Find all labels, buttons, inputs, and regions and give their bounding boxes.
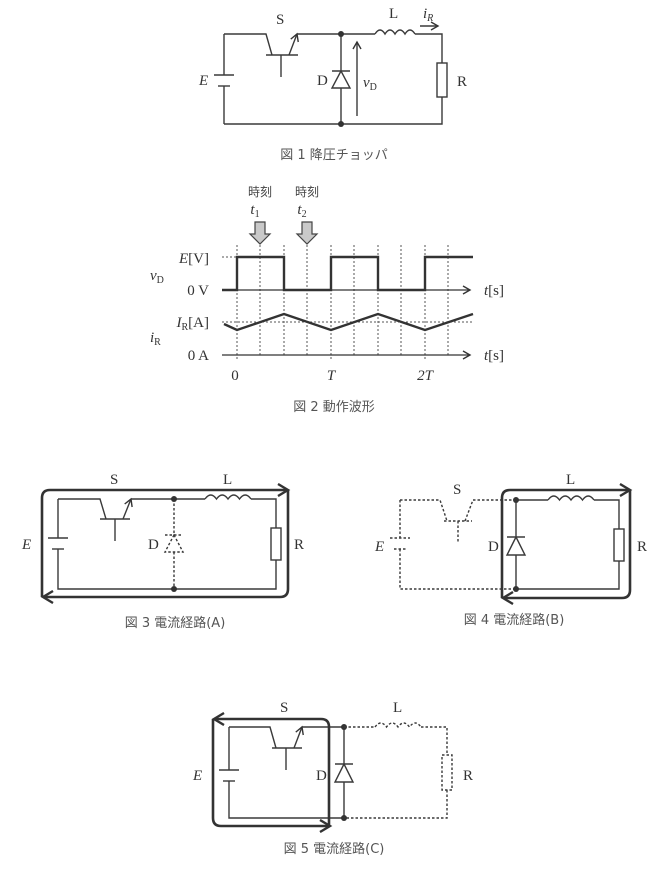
- label-inductor: L: [393, 700, 402, 716]
- label-source: E: [21, 537, 31, 553]
- vd-axis-unit: t[s]: [484, 283, 504, 299]
- transistor-icon-inactive: [444, 499, 474, 543]
- label-resistor: R: [294, 537, 304, 553]
- transistor-icon: [100, 497, 133, 541]
- battery-icon-inactive: [390, 537, 410, 550]
- resistor-icon: [270, 527, 282, 561]
- diode-icon-inactive: [163, 533, 185, 553]
- ir-waveform: [223, 312, 474, 332]
- diode-icon: [333, 762, 355, 783]
- wire: [224, 33, 273, 56]
- wire: [229, 726, 277, 749]
- current-path-bottom: [211, 719, 330, 826]
- label-source: E: [198, 73, 208, 89]
- label-diode: D: [488, 539, 499, 555]
- wire: [58, 498, 107, 520]
- label-resistor: R: [457, 74, 467, 90]
- wire: [224, 33, 443, 125]
- transistor-icon: [272, 725, 304, 770]
- wire-inactive: [344, 726, 448, 819]
- current-path-bottom: [503, 490, 632, 598]
- wire-inactive: [400, 499, 448, 522]
- current-path-top: [500, 490, 630, 598]
- grid-lines: [222, 245, 472, 360]
- ir-axis-unit: t[s]: [484, 348, 504, 364]
- down-arrow-icon: [295, 221, 319, 245]
- resistor-icon-inactive: [441, 754, 453, 791]
- fig2-caption: 図 2 動作波形: [293, 400, 375, 415]
- wire: [516, 499, 620, 590]
- wire-inactive: [399, 500, 516, 590]
- vd-high-label: E[V]: [178, 251, 209, 267]
- tick-0: 0: [231, 368, 239, 384]
- label-resistor: R: [463, 768, 473, 784]
- current-path-top: [40, 490, 288, 597]
- label-voltage: vD: [363, 75, 377, 93]
- time-marker-t2: 時刻 t2: [295, 185, 319, 245]
- svg-text:t2: t2: [297, 202, 306, 220]
- wire: [57, 498, 277, 590]
- svg-text:時刻: 時刻: [295, 185, 319, 199]
- current-path-bottom: [43, 490, 290, 597]
- label-source: E: [192, 768, 202, 784]
- label-diode: D: [316, 768, 327, 784]
- ir-name: iR: [150, 330, 161, 348]
- label-inductor: L: [566, 472, 575, 488]
- fig3-current-path-a: S L E D R 図 3 電流経路(A): [21, 472, 304, 631]
- battery-icon: [48, 537, 68, 550]
- label-resistor: R: [637, 539, 647, 555]
- diode-icon: [330, 69, 352, 89]
- wire: [228, 727, 344, 819]
- time-marker-t1: 時刻 t1: [248, 185, 272, 245]
- ir-low-label: 0 A: [188, 348, 209, 364]
- vd-name: vD: [150, 268, 164, 286]
- fig1-buck-chopper: S L iR E D vD R 図 1 降圧チョッパ: [198, 6, 467, 163]
- fig5-caption: 図 5 電流経路(C): [284, 841, 385, 857]
- inductor-icon: [374, 29, 416, 36]
- tick-2T: 2T: [417, 368, 435, 384]
- svg-text:t1: t1: [250, 202, 259, 220]
- label-source: E: [374, 539, 384, 555]
- label-current: iR: [423, 6, 433, 24]
- fig4-caption: 図 4 電流経路(B): [464, 612, 565, 628]
- label-switch: S: [280, 700, 288, 716]
- label-diode: D: [148, 537, 159, 553]
- resistor-icon: [436, 62, 448, 98]
- label-switch: S: [453, 482, 461, 498]
- inductor-icon-inactive: [374, 722, 422, 729]
- tick-T: T: [327, 368, 337, 384]
- inductor-icon: [547, 495, 595, 502]
- fig1-caption: 図 1 降圧チョッパ: [280, 148, 388, 163]
- svg-text:時刻: 時刻: [248, 185, 272, 199]
- ir-level-label: IR[A]: [176, 315, 210, 333]
- resistor-icon: [613, 528, 625, 562]
- fig5-current-path-c: S L E D R 図 5 電流経路(C): [192, 700, 473, 857]
- current-path-top: [214, 719, 331, 826]
- fig3-caption: 図 3 電流経路(A): [125, 615, 226, 631]
- inductor-icon: [204, 494, 252, 501]
- label-switch: S: [110, 472, 118, 488]
- fig4-current-path-b: S L E D R 図 4 電流経路(B): [374, 472, 647, 628]
- label-inductor: L: [223, 472, 232, 488]
- diode-icon: [505, 535, 527, 556]
- vd-waveform: [222, 255, 473, 292]
- transistor-icon: [266, 32, 299, 77]
- label-switch: S: [276, 12, 284, 28]
- label-inductor: L: [389, 6, 398, 22]
- battery-icon: [214, 74, 234, 87]
- fig2-waveforms: 時刻 t1 時刻 t2 E[V] 0 V vD IR[A] 0 A iR t[s…: [150, 185, 504, 415]
- vd-low-label: 0 V: [187, 283, 209, 299]
- label-diode: D: [317, 73, 328, 89]
- down-arrow-icon: [248, 221, 272, 245]
- battery-icon: [219, 769, 239, 782]
